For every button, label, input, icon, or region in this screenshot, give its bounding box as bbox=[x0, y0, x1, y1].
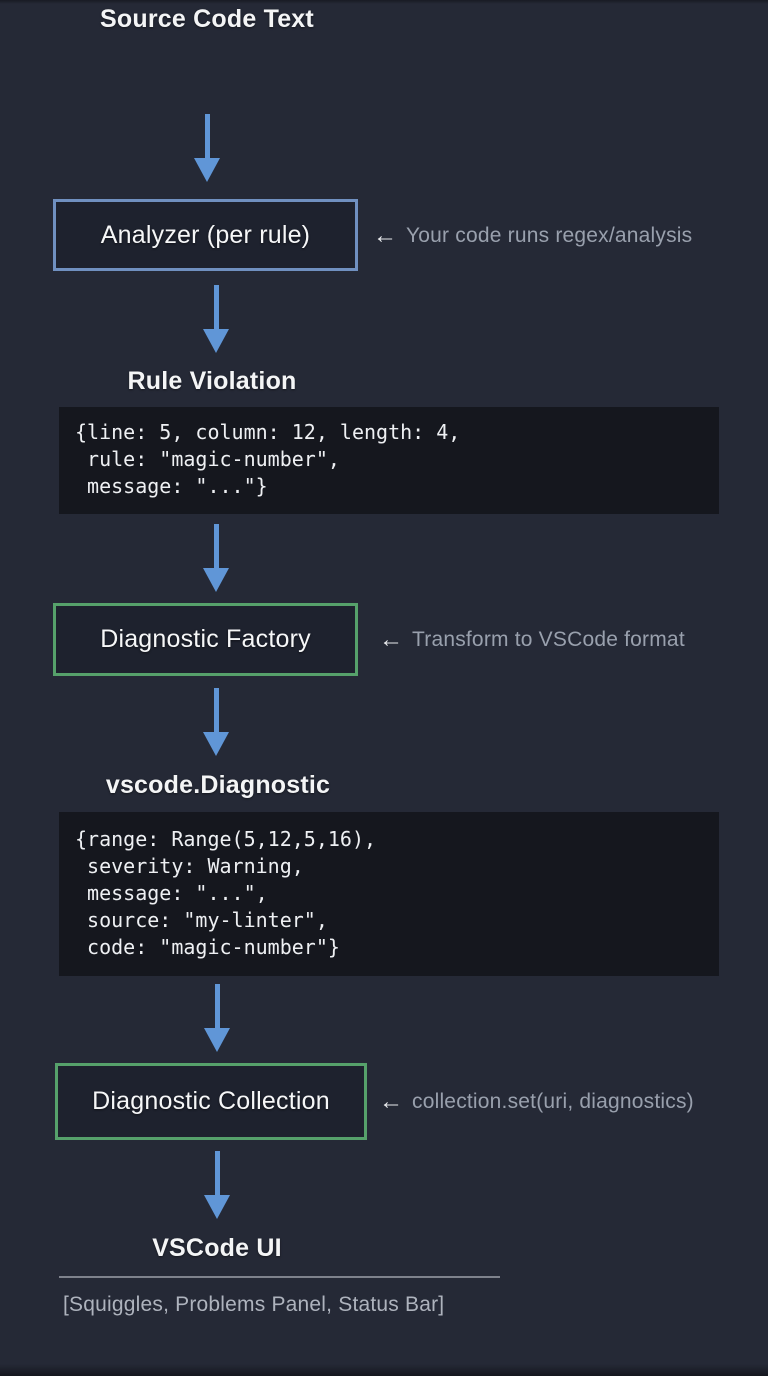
top-edge-shade bbox=[0, 0, 768, 4]
arrow-shaft bbox=[213, 285, 219, 329]
node-analyzer-box: Analyzer (per rule) bbox=[53, 199, 358, 271]
annotation-analyzer-text: Your code runs regex/analysis bbox=[406, 224, 693, 247]
annotation-factory: ← Transform to VSCode format bbox=[379, 625, 685, 655]
flow-arrow-icon bbox=[203, 524, 229, 592]
arrow-shaft bbox=[213, 688, 219, 732]
diagnostic-collection-label: Diagnostic Collection bbox=[92, 1087, 330, 1115]
arrow-head bbox=[203, 732, 229, 756]
code-line: {range: Range(5,12,5,16), bbox=[75, 827, 377, 851]
flow-arrow-icon bbox=[204, 984, 230, 1052]
code-line: source: "my-linter", bbox=[75, 908, 328, 932]
arrow-shaft bbox=[214, 1151, 220, 1195]
code-block-vscode-diagnostic: {range: Range(5,12,5,16), severity: Warn… bbox=[59, 812, 719, 976]
arrow-head bbox=[203, 329, 229, 353]
code-line: severity: Warning, bbox=[75, 854, 304, 878]
code-block-rule-violation: {line: 5, column: 12, length: 4, rule: "… bbox=[59, 407, 719, 514]
annotation-analyzer: ← Your code runs regex/analysis bbox=[373, 221, 692, 251]
code-line: {line: 5, column: 12, length: 4, bbox=[75, 420, 461, 444]
left-arrow-icon: ← bbox=[379, 626, 403, 653]
node-vscode-ui-title: VSCode UI bbox=[152, 1234, 282, 1262]
divider-line bbox=[59, 1276, 500, 1278]
annotation-collection: ← collection.set(uri, diagnostics) bbox=[379, 1087, 694, 1117]
vscode-ui-outputs: [Squiggles, Problems Panel, Status Bar] bbox=[63, 1293, 445, 1316]
arrow-head bbox=[204, 1028, 230, 1052]
code-line: rule: "magic-number", bbox=[75, 447, 340, 471]
arrow-shaft bbox=[213, 524, 219, 568]
annotation-factory-text: Transform to VSCode format bbox=[412, 628, 685, 651]
node-source-code-text: Source Code Text bbox=[100, 5, 314, 33]
diagnostic-factory-label: Diagnostic Factory bbox=[100, 625, 311, 653]
left-arrow-icon: ← bbox=[373, 222, 397, 249]
flow-arrow-icon bbox=[204, 1151, 230, 1219]
code-line: message: "..."} bbox=[75, 474, 268, 498]
arrow-head bbox=[194, 158, 220, 182]
arrow-shaft bbox=[204, 114, 210, 158]
flow-arrow-icon bbox=[203, 688, 229, 756]
arrow-shaft bbox=[214, 984, 220, 1028]
code-line: message: "...", bbox=[75, 881, 268, 905]
node-vscode-diagnostic-title: vscode.Diagnostic bbox=[105, 771, 331, 799]
node-diagnostic-factory-box: Diagnostic Factory bbox=[53, 603, 358, 676]
node-diagnostic-collection-box: Diagnostic Collection bbox=[55, 1063, 367, 1140]
flow-arrow-icon bbox=[203, 285, 229, 353]
node-rule-violation-title: Rule Violation bbox=[127, 367, 297, 395]
code-line: code: "magic-number"} bbox=[75, 935, 340, 959]
left-arrow-icon: ← bbox=[379, 1088, 403, 1115]
bottom-edge-shade bbox=[0, 1364, 768, 1376]
annotation-collection-text: collection.set(uri, diagnostics) bbox=[412, 1090, 694, 1113]
arrow-head bbox=[203, 568, 229, 592]
flow-arrow-icon bbox=[194, 114, 220, 182]
analyzer-label: Analyzer (per rule) bbox=[100, 220, 311, 249]
arrow-head bbox=[204, 1195, 230, 1219]
